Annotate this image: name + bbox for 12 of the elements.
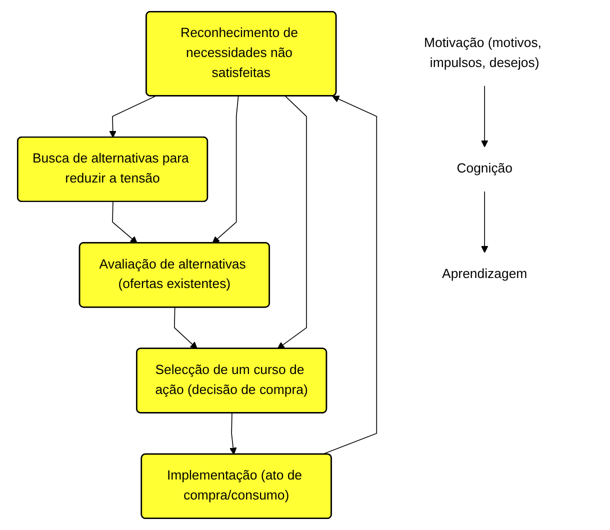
arrow xyxy=(112,201,138,244)
arrow xyxy=(109,96,156,138)
arrow xyxy=(278,96,308,350)
arrow xyxy=(481,85,488,148)
arrow xyxy=(174,307,198,350)
arrow xyxy=(481,191,488,253)
node-text: Cognição xyxy=(456,162,513,176)
node-text: Aprendizagem xyxy=(442,267,528,282)
arrow xyxy=(322,96,378,455)
node-text: Motivação (motivos, impulsos, desejos) xyxy=(424,36,542,70)
arrow xyxy=(230,412,237,455)
arrow xyxy=(212,96,239,244)
